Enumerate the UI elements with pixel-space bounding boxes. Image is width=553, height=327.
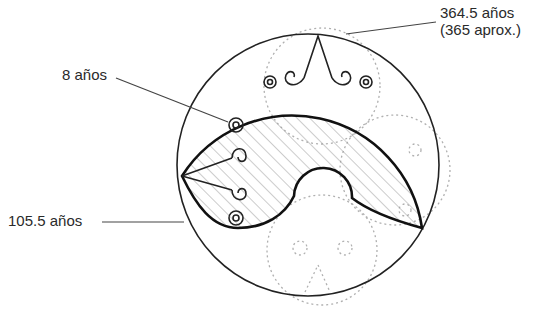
leader-lines [102,22,436,222]
duration-label: 105.5 años [8,212,82,229]
hatched-area [182,116,422,228]
duration-label: 8 años [62,66,107,83]
bean-outline [182,116,422,228]
duration-label: 364.5 años (365 aprox.) [440,4,540,39]
outer-circle [177,34,439,296]
glyph-symbols [182,36,372,225]
